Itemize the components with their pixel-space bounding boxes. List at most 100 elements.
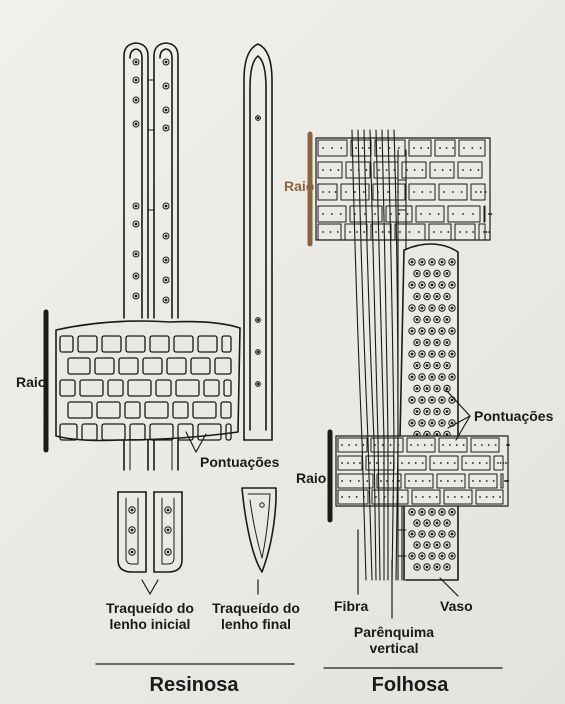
stipple-dot <box>486 231 488 233</box>
stipple-dot <box>429 496 431 498</box>
stipple-dot <box>461 480 463 482</box>
stipple-dot <box>331 213 333 215</box>
stipple-dot <box>337 231 339 233</box>
stipple-dot <box>398 147 400 149</box>
stipple-dot <box>409 231 411 233</box>
stipple-dot <box>433 462 435 464</box>
stipple-dot <box>368 147 370 149</box>
pit-aperture <box>421 284 423 286</box>
pit-aperture <box>411 330 413 332</box>
stipple-dot <box>474 444 476 446</box>
stipple-dot <box>354 191 356 193</box>
stipple-dot <box>449 444 451 446</box>
pit-aperture <box>167 509 169 511</box>
pit-aperture <box>441 376 443 378</box>
stipple-dot <box>356 496 358 498</box>
pit-aperture <box>131 509 133 511</box>
stipple-dot <box>463 444 465 446</box>
pit-aperture <box>421 376 423 378</box>
pit-aperture <box>451 284 453 286</box>
pit-aperture <box>131 529 133 531</box>
stipple-dot <box>454 462 456 464</box>
stipple-dot <box>440 480 442 482</box>
pit-aperture <box>436 319 438 321</box>
stipple-dot <box>472 231 474 233</box>
stipple-dot <box>415 496 417 498</box>
pit-aperture <box>411 533 413 535</box>
stipple-dot <box>479 480 481 482</box>
stipple-dot <box>356 231 358 233</box>
label-parenquima-line1: Parênquima <box>354 624 434 640</box>
stipple-dot <box>454 496 456 498</box>
stipple-dot <box>362 147 364 149</box>
pit-aperture <box>135 61 137 63</box>
stipple-dot <box>452 213 454 215</box>
pit-aperture <box>436 273 438 275</box>
stipple-dot <box>349 231 351 233</box>
pit-aperture <box>416 342 418 344</box>
stipple-dot <box>436 496 438 498</box>
stipple-dot <box>408 480 410 482</box>
pit-aperture <box>446 342 448 344</box>
stipple-dot <box>374 213 376 215</box>
stipple-dot <box>462 169 464 171</box>
stipple-dot <box>434 169 436 171</box>
stipple-dot <box>502 462 504 464</box>
pit-aperture <box>451 261 453 263</box>
stipple-dot <box>480 191 482 193</box>
pit-aperture <box>441 511 443 513</box>
stipple-dot <box>422 462 424 464</box>
pit-aperture <box>257 383 259 385</box>
pit-aperture <box>446 522 448 524</box>
stipple-dot <box>322 169 324 171</box>
stipple-dot <box>322 213 324 215</box>
pit-aperture <box>426 342 428 344</box>
stipple-dot <box>363 191 365 193</box>
stipple-dot <box>413 191 415 193</box>
pit-aperture <box>416 296 418 298</box>
stipple-dot <box>430 191 432 193</box>
pit-aperture <box>451 399 453 401</box>
pit-aperture <box>431 284 433 286</box>
stipple-dot <box>415 480 417 482</box>
stipple-dot <box>486 496 488 498</box>
stipple-dot <box>465 462 467 464</box>
pit-aperture <box>421 555 423 557</box>
stipple-dot <box>472 213 474 215</box>
stipple-dot <box>422 496 424 498</box>
pit-aperture <box>165 279 167 281</box>
stipple-dot <box>341 444 343 446</box>
pit-aperture <box>431 376 433 378</box>
stipple-dot <box>456 444 458 446</box>
stipple-dot <box>330 231 332 233</box>
pit-aperture <box>426 296 428 298</box>
tracheid-latewood-long <box>244 44 272 440</box>
pit-aperture <box>165 299 167 301</box>
pit-aperture <box>441 555 443 557</box>
stipple-dot <box>335 191 337 193</box>
pit-aperture <box>451 307 453 309</box>
pit-aperture <box>421 353 423 355</box>
stipple-dot <box>355 444 357 446</box>
label-traqueido-final-line1: Traqueído do <box>212 600 300 616</box>
label-parenquima-line2: vertical <box>369 640 418 656</box>
pit-aperture <box>436 411 438 413</box>
stipple-dot <box>499 496 501 498</box>
ray-resinosa <box>56 321 240 441</box>
stipple-dot <box>497 462 499 464</box>
stipple-dot <box>427 147 429 149</box>
stipple-dot <box>508 444 510 446</box>
stipple-dot <box>420 147 422 149</box>
pit-aperture <box>431 555 433 557</box>
stipple-dot <box>341 462 343 464</box>
stipple-dot <box>380 480 382 482</box>
pit-aperture <box>446 296 448 298</box>
stipple-dot <box>388 231 390 233</box>
stipple-dot <box>350 169 352 171</box>
stipple-dot <box>390 462 392 464</box>
pit-aperture <box>411 353 413 355</box>
pit-aperture <box>165 61 167 63</box>
pit-aperture <box>421 511 423 513</box>
stipple-dot <box>440 231 442 233</box>
